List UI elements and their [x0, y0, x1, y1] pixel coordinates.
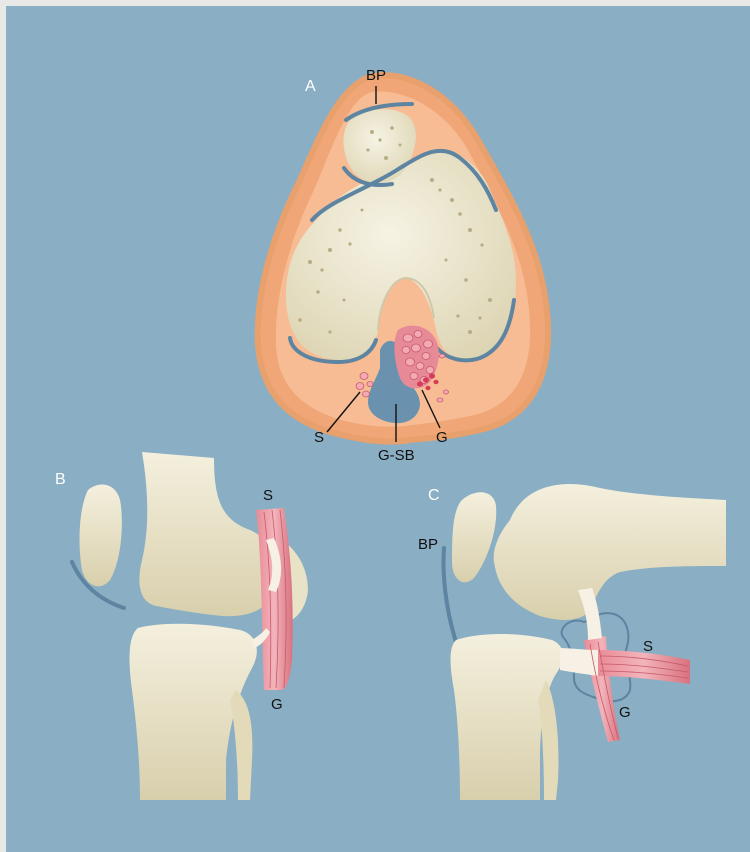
- panel-label-c: C: [428, 487, 440, 504]
- panel-c-knee-extended: C BP S G: [418, 484, 726, 800]
- label-s-a: S: [314, 429, 324, 446]
- semimembranosus-c: [596, 650, 690, 684]
- panel-b-knee-flexed: B S G: [55, 452, 308, 800]
- panel-label-a: A: [305, 78, 316, 95]
- fibula-c: [538, 680, 559, 800]
- label-g-c: G: [619, 704, 631, 721]
- femur-b: [139, 452, 279, 616]
- femur-c: [494, 484, 726, 620]
- label-s-c: S: [643, 638, 653, 655]
- panel-a-cross-section: [258, 75, 548, 442]
- label-g-a: G: [436, 429, 448, 446]
- label-bp-top: BP: [366, 67, 386, 84]
- label-s-b: S: [263, 487, 273, 504]
- fibula-b: [230, 690, 252, 800]
- panel-label-b: B: [55, 471, 66, 488]
- patella-c: [452, 492, 496, 582]
- patella-b: [80, 485, 122, 587]
- label-g-b: G: [271, 696, 283, 713]
- tendon-s-c: [560, 648, 598, 676]
- label-bp-c: BP: [418, 536, 438, 553]
- label-gsb: G-SB: [378, 447, 415, 464]
